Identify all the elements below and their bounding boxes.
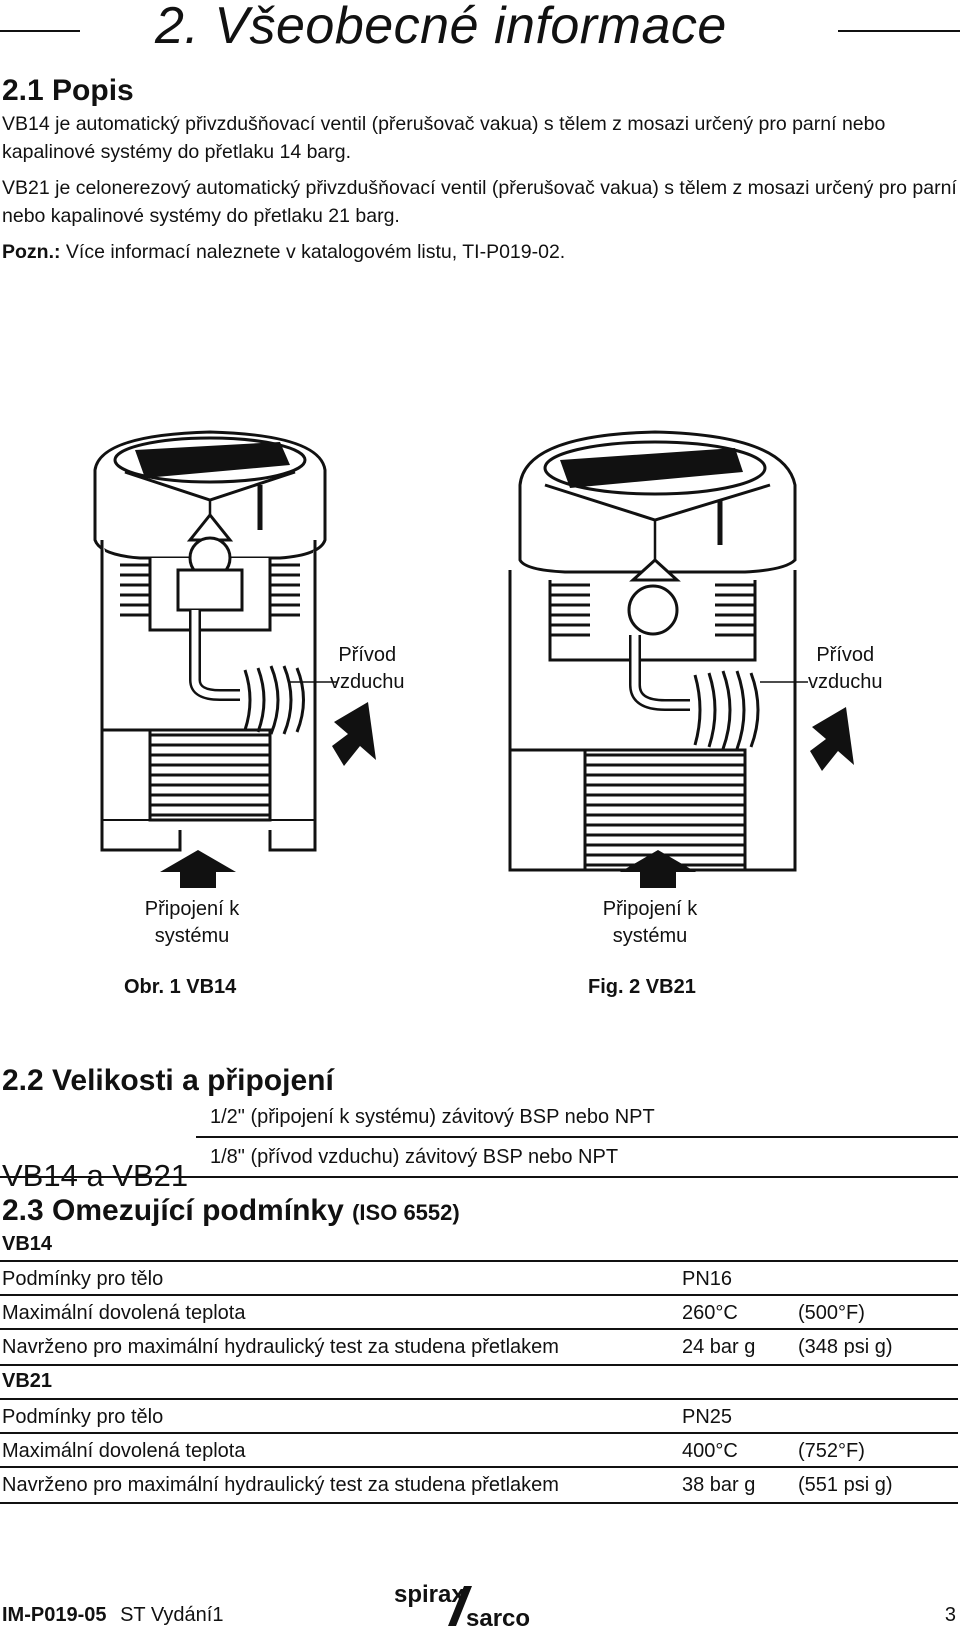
doc-code: IM-P019-05: [2, 1604, 107, 1626]
section-heading-2-1: 2.1 Popis: [2, 74, 134, 107]
row-value: 38 bar g: [682, 1474, 756, 1496]
sizes-row-system: 1/2" (připojení k systému) závitový BSP …: [210, 1106, 655, 1128]
iso-reference: (ISO 6552): [352, 1200, 460, 1225]
vb21-system-line1: Připojení k: [602, 898, 698, 920]
note-label: Pozn.:: [2, 241, 61, 263]
row-name: Podmínky pro tělo: [2, 1406, 164, 1428]
row-value: PN25: [682, 1406, 733, 1428]
vb21-air-inlet-line1: Přívod: [816, 644, 875, 666]
sizes-divider: [196, 1136, 958, 1138]
table-rule: [0, 1502, 958, 1504]
row-alt: (752°F): [798, 1440, 865, 1462]
vb14-system-line2: systému: [154, 925, 230, 947]
vb14-air-inlet-line2: vzduchu: [330, 671, 405, 693]
table-rule: [0, 1260, 958, 1262]
section-heading-2-3-text: 2.3 Omezující podmínky: [2, 1194, 344, 1227]
logo-text-top: spirax: [394, 1581, 465, 1608]
row-alt: (551 psi g): [798, 1474, 893, 1496]
vb21-leader-line: [760, 681, 808, 683]
figure-1-caption: Obr. 1 VB14: [124, 976, 237, 998]
title-rule-right: [838, 30, 960, 32]
title-rule-left: [0, 30, 80, 32]
table-rule: [0, 1294, 958, 1296]
vb14-air-inlet-label: Přívod vzduchu: [330, 642, 405, 696]
section-heading-2-2: 2.2 Velikosti a připojení: [2, 1064, 334, 1097]
edition: ST Vydání1: [120, 1604, 224, 1626]
figure-2-caption: Fig. 2 VB21: [588, 976, 696, 998]
page-title: 2. Všeobecné informace: [155, 0, 727, 55]
table-row: Navrženo pro maximální hydraulický test …: [0, 1468, 958, 1502]
sizes-models-label: VB14 a VB21: [2, 1158, 189, 1193]
row-name: Podmínky pro tělo: [2, 1268, 164, 1290]
vb21-system-line2: systému: [612, 925, 688, 947]
vb21-air-inlet-line2: vzduchu: [808, 671, 883, 693]
row-value: PN16: [682, 1268, 733, 1290]
description-vb21: VB21 je celonerezový automatický přivzdu…: [2, 177, 957, 227]
footer-doc-info: IM-P019-05 ST Vydání1: [2, 1604, 223, 1627]
row-name: Navrženo pro maximální hydraulický test …: [2, 1474, 559, 1496]
note: Pozn.: Více informací naleznete v katalo…: [2, 238, 957, 266]
vb14-air-inlet-arrow: [332, 702, 376, 766]
row-alt: (500°F): [798, 1302, 865, 1324]
table-rule: [0, 1398, 958, 1400]
row-value: 260°C: [682, 1302, 738, 1324]
table-rule: [0, 1328, 958, 1330]
table-rule: [0, 1466, 958, 1468]
row-name: Maximální dovolená teplota: [2, 1440, 246, 1462]
vb21-air-inlet-label: Přívod vzduchu: [808, 642, 883, 696]
vb14-system-label: Připojení k systému: [130, 896, 254, 950]
description-vb14: VB14 je automatický přivzdušňovací venti…: [2, 113, 886, 163]
table-row: Navrženo pro maximální hydraulický test …: [0, 1330, 958, 1364]
table-row: Maximální dovolená teplota 260°C (500°F): [0, 1296, 958, 1330]
page-number: 3: [944, 1604, 956, 1626]
vb14-leader-line: [290, 681, 338, 683]
table-rule: [0, 1364, 958, 1366]
row-name: Navrženo pro maximální hydraulický test …: [2, 1336, 559, 1358]
sizes-bottom-rule: [0, 1176, 958, 1178]
table-rule: [0, 1432, 958, 1434]
row-value: 24 bar g: [682, 1336, 756, 1358]
vb21-system-arrow: [620, 850, 696, 888]
table-row: Maximální dovolená teplota 400°C (752°F): [0, 1434, 958, 1468]
row-value: 400°C: [682, 1440, 738, 1462]
logo-text-bottom: sarco: [466, 1605, 530, 1630]
vb14-system-line1: Připojení k: [144, 898, 240, 920]
vb14-cutaway-drawing: [93, 430, 327, 852]
row-alt: (348 psi g): [798, 1336, 893, 1358]
vb21-table-label: VB21: [2, 1370, 53, 1392]
vb21-air-inlet-arrow: [810, 707, 854, 771]
section-heading-2-3: 2.3 Omezující podmínky (ISO 6552): [2, 1194, 460, 1228]
vb14-table-label: VB14: [2, 1233, 53, 1255]
table-row: Podmínky pro tělo PN25: [0, 1400, 958, 1434]
vb14-system-arrow: [160, 850, 236, 888]
vb21-system-label: Připojení k systému: [588, 896, 712, 950]
note-text: Více informací naleznete v katalogovém l…: [60, 241, 566, 263]
row-name: Maximální dovolená teplota: [2, 1302, 246, 1324]
spirax-sarco-logo: spirax sarco: [394, 1581, 530, 1630]
vb14-air-inlet-line1: Přívod: [338, 644, 397, 666]
table-row: Podmínky pro tělo PN16: [0, 1262, 958, 1296]
vb21-cutaway-drawing: [508, 430, 797, 872]
sizes-row-air: 1/8" (přívod vzduchu) závitový BSP nebo …: [210, 1146, 619, 1168]
